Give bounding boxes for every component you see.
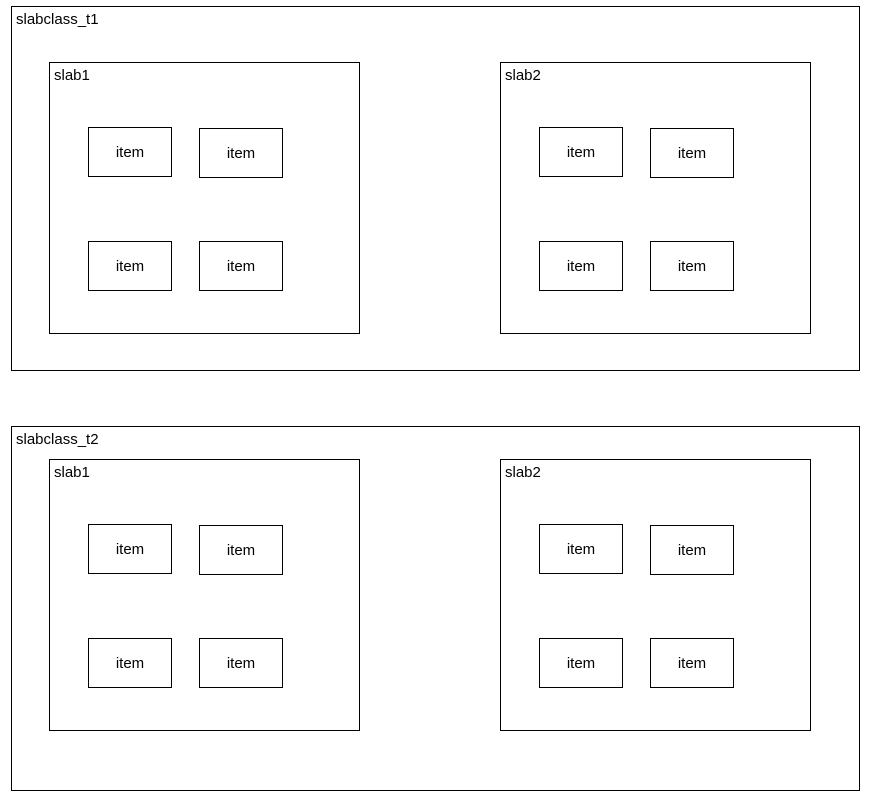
item-box: item [539, 524, 623, 574]
slabclass-container: slabclass_t1 slab1 item item item item s… [11, 6, 860, 371]
slab-box: slab1 item item item item [49, 62, 360, 334]
item-box: item [199, 638, 283, 688]
item-box: item [539, 241, 623, 291]
item-box: item [88, 638, 172, 688]
item-box: item [199, 128, 283, 178]
slab-box: slab2 item item item item [500, 62, 811, 334]
slab-label: slab2 [505, 67, 541, 84]
slab-box: slab1 item item item item [49, 459, 360, 731]
item-box: item [88, 241, 172, 291]
item-box: item [650, 638, 734, 688]
item-box: item [650, 241, 734, 291]
slabclass-label: slabclass_t2 [16, 431, 99, 448]
item-box: item [539, 127, 623, 177]
item-box: item [199, 241, 283, 291]
item-box: item [650, 128, 734, 178]
item-box: item [88, 524, 172, 574]
slab-label: slab2 [505, 464, 541, 481]
item-box: item [539, 638, 623, 688]
slab-label: slab1 [54, 464, 90, 481]
item-box: item [88, 127, 172, 177]
item-box: item [650, 525, 734, 575]
slab-box: slab2 item item item item [500, 459, 811, 731]
item-box: item [199, 525, 283, 575]
slabclass-container: slabclass_t2 slab1 item item item item s… [11, 426, 860, 791]
slab-label: slab1 [54, 67, 90, 84]
slabclass-label: slabclass_t1 [16, 11, 99, 28]
